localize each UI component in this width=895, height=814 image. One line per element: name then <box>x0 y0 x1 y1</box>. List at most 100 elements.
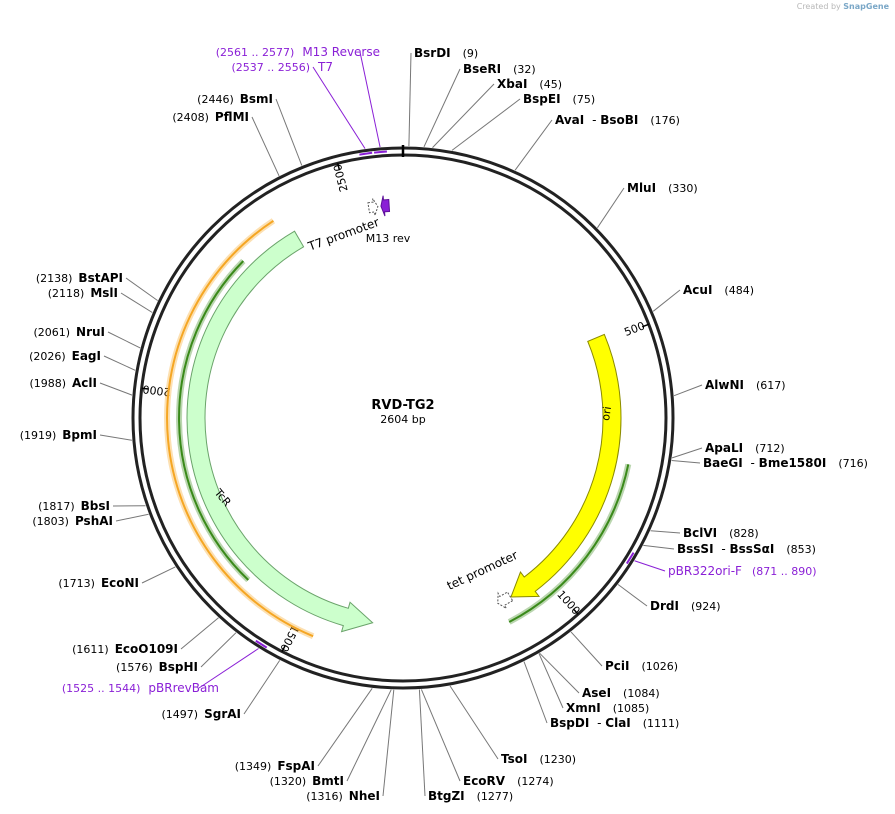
site-name: TsoI <box>501 752 527 766</box>
site-pos: (2118) <box>48 287 85 300</box>
site-name: BbsI <box>81 499 110 513</box>
site-label-bseri[interactable]: BseRI(32) <box>463 62 536 76</box>
site-name: BsoBI <box>600 113 638 127</box>
site-label-xmni[interactable]: XmnI (1085) <box>566 701 649 715</box>
orf-inner-left <box>178 260 249 581</box>
site-pos: (1497) <box>162 708 199 721</box>
site-label-sgrai[interactable]: (1497)SgrAI <box>162 707 241 721</box>
site-label-ecorv[interactable]: EcoRV(1274) <box>463 774 554 788</box>
site-label-drdi[interactable]: DrdI(924) <box>650 599 721 613</box>
site-pos: (1111) <box>643 717 680 730</box>
site-pos: (2061) <box>33 326 70 339</box>
site-label-bspei[interactable]: BspEI(75) <box>523 92 595 106</box>
site-label-bsphi[interactable]: (1576)BspHI <box>116 660 198 674</box>
site-name: ClaI <box>605 716 630 730</box>
site-label-tsoi[interactable]: TsoI(1230) <box>501 752 576 766</box>
site-leader-bstapi <box>125 277 158 302</box>
site-name: BseRI <box>463 62 501 76</box>
site-label-bsrdi[interactable]: BsrDI(9) <box>414 46 478 60</box>
site-label-btgzi[interactable]: BtgZI(1277) <box>428 789 513 803</box>
site-name: NheI <box>349 789 380 803</box>
ruler-tick <box>641 323 650 328</box>
site-pos: (1277) <box>477 790 514 803</box>
primer-label-t7[interactable]: (2537 .. 2556)T7 <box>231 60 333 74</box>
site-label-bspdi[interactable]: BspDI - ClaI(1111) <box>550 716 679 730</box>
site-pos: - <box>718 542 730 556</box>
site-label-acui[interactable]: AcuI(484) <box>683 283 754 297</box>
primer-name: pBR322ori-F <box>668 564 742 578</box>
site-leader-bmti <box>346 689 392 782</box>
site-name: XmnI <box>566 701 601 715</box>
site-label-xbai[interactable]: XbaI(45) <box>497 77 562 91</box>
plasmid-size: 2604 bp <box>380 413 425 426</box>
site-label-fspai[interactable]: (1349)FspAI <box>235 759 315 773</box>
site-label-bsmi[interactable]: (2446)BsmI <box>197 92 273 106</box>
site-label-mlui[interactable]: MluI(330) <box>627 181 698 195</box>
site-leader-xbai <box>432 83 495 148</box>
primer-label-pbr322ori-f[interactable]: pBR322ori-F (871 .. 890) <box>668 564 817 578</box>
site-leader-nrui <box>107 331 141 349</box>
site-pos: (484) <box>724 284 754 297</box>
site-name: AclI <box>72 376 97 390</box>
site-label-ecoo109i[interactable]: (1611)EcoO109I <box>72 642 178 656</box>
m13-rev-arrow <box>380 195 391 217</box>
primer-labels: (2561 .. 2577)M13 Reverse(2537 .. 2556)T… <box>62 45 817 695</box>
site-label-msli[interactable]: (2118)MslI <box>48 286 118 300</box>
site-label-alwni[interactable]: AlwNI(617) <box>705 378 786 392</box>
site-label-bmti[interactable]: (1320)BmtI <box>270 774 344 788</box>
site-label-bclvi[interactable]: BclVI(828) <box>683 526 759 540</box>
site-label-baegi[interactable]: BaeGI - Bme1580I(716) <box>703 456 868 470</box>
site-label-asei[interactable]: AseI(1084) <box>582 686 660 700</box>
site-label-bbsi[interactable]: (1817)BbsI <box>38 499 110 513</box>
site-leader-bpmi <box>99 434 132 441</box>
orfs <box>164 218 632 639</box>
primer-label-pbrrevbam[interactable]: (1525 .. 1544)pBRrevBam <box>62 681 219 695</box>
site-name: BaeGI <box>703 456 743 470</box>
site-label-nrui[interactable]: (2061)NruI <box>33 325 105 339</box>
site-label-pflmi[interactable]: (2408)PflMI <box>172 110 249 124</box>
site-label-avai[interactable]: AvaI - BsoBI(176) <box>555 113 680 127</box>
site-label-pcii[interactable]: PciI(1026) <box>605 659 678 673</box>
plasmid-name: RVD-TG2 <box>371 398 434 413</box>
site-pos: (1085) <box>613 702 650 715</box>
site-pos: (2138) <box>36 272 73 285</box>
site-pos: (1274) <box>517 775 554 788</box>
ruler-tick <box>572 608 579 615</box>
site-name: EcoNI <box>101 576 139 590</box>
site-leader-alwni <box>673 384 703 397</box>
site-leader-msli <box>120 292 153 313</box>
primer-label-m13-reverse[interactable]: (2561 .. 2577)M13 Reverse <box>216 45 380 59</box>
site-pos: (924) <box>691 600 721 613</box>
site-label-acli[interactable]: (1988)AclI <box>29 376 97 390</box>
site-label-pshai[interactable]: (1803)PshAI <box>32 514 113 528</box>
primer-range: (2561 .. 2577) <box>216 46 295 59</box>
site-leader-mlui <box>596 187 625 229</box>
site-name: BsmI <box>240 92 273 106</box>
site-leader-asei <box>539 652 580 694</box>
site-leader-bclvi <box>650 530 681 534</box>
site-pos: (176) <box>650 114 680 127</box>
site-leader-pshai <box>115 513 149 522</box>
site-label-bpmi[interactable]: (1919)BpmI <box>20 428 97 442</box>
site-name: BstAPI <box>78 271 123 285</box>
site-label-bsssi[interactable]: BssSI - BssSαI(853) <box>677 542 816 556</box>
site-name: BssSαI <box>730 542 775 556</box>
site-name: PflMI <box>215 110 249 124</box>
site-label-nhei[interactable]: (1316) NheI <box>306 789 380 803</box>
site-label-apali[interactable]: ApaLI(712) <box>705 441 785 455</box>
site-pos: (1316) <box>306 790 343 803</box>
site-label-bstapi[interactable]: (2138) BstAPI <box>36 271 123 285</box>
site-leader-drdi <box>617 584 648 607</box>
site-pos: (1803) <box>32 515 69 528</box>
ruler-tick-label: 500 <box>622 319 646 339</box>
site-leader-bsssi <box>643 544 675 550</box>
ruler-tick <box>336 163 341 171</box>
primer-binding-pbr322ori-f <box>625 552 635 565</box>
site-leader-pcii <box>570 631 603 667</box>
tcr-arrow <box>186 230 374 633</box>
primer-range: (871 .. 890) <box>752 565 817 578</box>
orf-outer <box>166 219 314 638</box>
site-label-econi[interactable]: (1713)EcoNI <box>58 576 139 590</box>
site-label-eagi[interactable]: (2026)EagI <box>29 349 101 363</box>
site-name: BpmI <box>62 428 97 442</box>
